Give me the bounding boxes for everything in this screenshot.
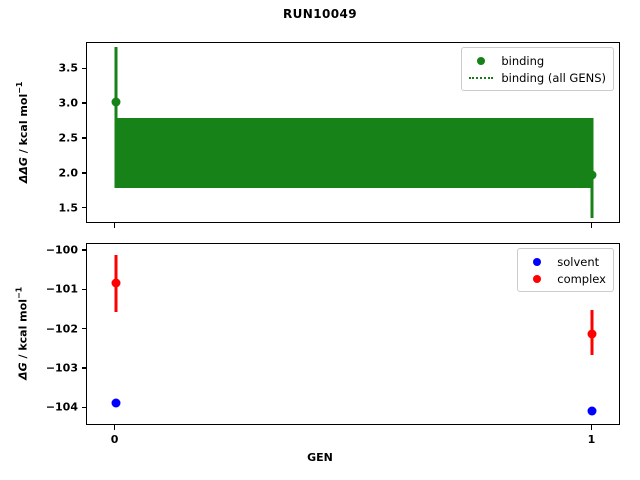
blue-dot-marker-icon xyxy=(524,257,550,266)
legend-label-binding: binding xyxy=(501,53,545,68)
legend-label-solvent: solvent xyxy=(557,254,600,269)
y-tick-label: −102 xyxy=(45,322,78,336)
bottom-ylabel-symbol: ΔG xyxy=(16,362,30,380)
bottom-ylabel-exponent: −1 xyxy=(14,286,24,300)
legend-item-complex[interactable]: complex xyxy=(524,270,606,287)
x-tick-label: 0 xyxy=(110,433,119,446)
bottom-panel-ylabel: ΔG / kcal mol−1 xyxy=(15,242,30,424)
error-bar xyxy=(590,118,594,218)
data-point-binding[interactable] xyxy=(587,170,597,180)
figure-title: RUN10049 xyxy=(283,7,357,21)
x-tick-label: 1 xyxy=(587,433,596,446)
x-axis-label: GEN xyxy=(307,451,333,464)
bottom-panel-y-ticks: −100 −101 −102 −103 −104 xyxy=(0,0,86,480)
legend-item-solvent[interactable]: solvent xyxy=(524,253,606,270)
green-dot-marker-icon xyxy=(468,56,494,65)
top-ylabel-units: / kcal mol xyxy=(16,93,30,157)
data-point-solvent[interactable] xyxy=(111,398,121,408)
bottom-panel-legend: solvent complex xyxy=(517,248,614,292)
y-tick-label: −104 xyxy=(45,400,78,414)
data-point-complex[interactable] xyxy=(587,329,597,339)
binding-all-gens-band xyxy=(115,118,593,188)
data-point-complex[interactable] xyxy=(111,278,121,288)
y-tick-label: −100 xyxy=(45,243,78,257)
bottom-panel-axes: solvent complex xyxy=(86,243,620,425)
y-tick-label: 2.0 xyxy=(58,166,79,180)
y-tick-label: −101 xyxy=(45,282,78,296)
legend-label-binding-all-gens: binding (all GENS) xyxy=(501,70,606,85)
legend-label-complex: complex xyxy=(557,271,606,286)
red-dot-marker-icon xyxy=(524,274,550,283)
bottom-ylabel-units: / kcal mol xyxy=(16,299,30,363)
legend-item-binding[interactable]: binding xyxy=(468,52,606,69)
y-tick-label: 3.0 xyxy=(58,96,79,110)
top-panel-legend: binding binding (all GENS) xyxy=(461,47,614,91)
x-tick-mark xyxy=(113,223,116,228)
x-tick-mark xyxy=(590,425,593,430)
error-bar xyxy=(114,47,118,188)
y-tick-label: 1.5 xyxy=(58,201,79,215)
green-dotted-line-icon xyxy=(468,76,494,79)
legend-item-binding-all-gens[interactable]: binding (all GENS) xyxy=(468,69,606,86)
y-tick-label: −103 xyxy=(45,361,78,375)
data-point-binding[interactable] xyxy=(111,97,121,107)
top-ylabel-symbol: ΔΔG xyxy=(16,156,30,183)
y-tick-label: 2.5 xyxy=(58,131,79,145)
top-ylabel-exponent: −1 xyxy=(14,81,24,94)
y-tick-label: 3.5 xyxy=(58,61,79,75)
x-tick-mark xyxy=(113,425,116,430)
top-panel-axes: binding binding (all GENS) xyxy=(86,42,620,223)
top-panel-y-ticks: 1.5 2.0 2.5 3.0 3.5 xyxy=(0,0,86,480)
data-point-solvent[interactable] xyxy=(587,406,597,416)
top-panel-ylabel: ΔΔG / kcal mol−1 xyxy=(15,41,30,222)
x-tick-mark xyxy=(590,223,593,228)
